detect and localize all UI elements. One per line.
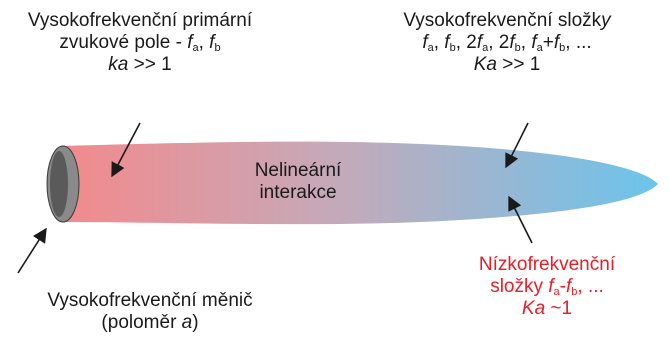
hf-components-line2: fa, fb, 2fa, 2fb, fa+fb, ... — [422, 32, 592, 54]
interaction-label: Nelineární interakce — [228, 160, 368, 204]
transducer — [46, 145, 80, 223]
primary-field-line3: ka >> 1 — [108, 54, 172, 75]
hf-components-label: Vysokofrekvenční složky fa, fb, 2fa, 2fb… — [362, 10, 652, 76]
primary-field-line2: zvukové pole - fa, fb — [59, 32, 221, 54]
arrow-hf-components — [505, 122, 529, 169]
arrow-lf-components — [508, 195, 533, 244]
primary-field-line1: Vysokofrekvenční primární — [27, 10, 253, 31]
transducer-line2: (poloměr a) — [101, 312, 199, 333]
arrow-primary-field — [111, 122, 141, 178]
transducer-label: Vysokofrekvenční měnič (poloměr a) — [0, 290, 300, 334]
hf-components-line3: Ka >> 1 — [473, 54, 541, 75]
arrow-transducer — [17, 227, 47, 274]
lf-components-line2: složky fa-fb, ... — [490, 276, 604, 298]
interaction-line2: interakce — [259, 182, 337, 203]
transducer-line1: Vysokofrekvenční měnič — [47, 290, 253, 311]
lf-components-line3: Ka ~1 — [521, 298, 573, 319]
hf-components-line1: Vysokofrekvenční složky — [403, 10, 611, 31]
lf-components-label: Nízkofrekvenční složky fa-fb, ... Ka ~1 — [442, 254, 652, 320]
interaction-line1: Nelineární — [254, 160, 342, 181]
primary-field-label: Vysokofrekvenční primární zvukové pole -… — [4, 10, 276, 76]
lf-components-line1: Nízkofrekvenční — [478, 254, 616, 275]
